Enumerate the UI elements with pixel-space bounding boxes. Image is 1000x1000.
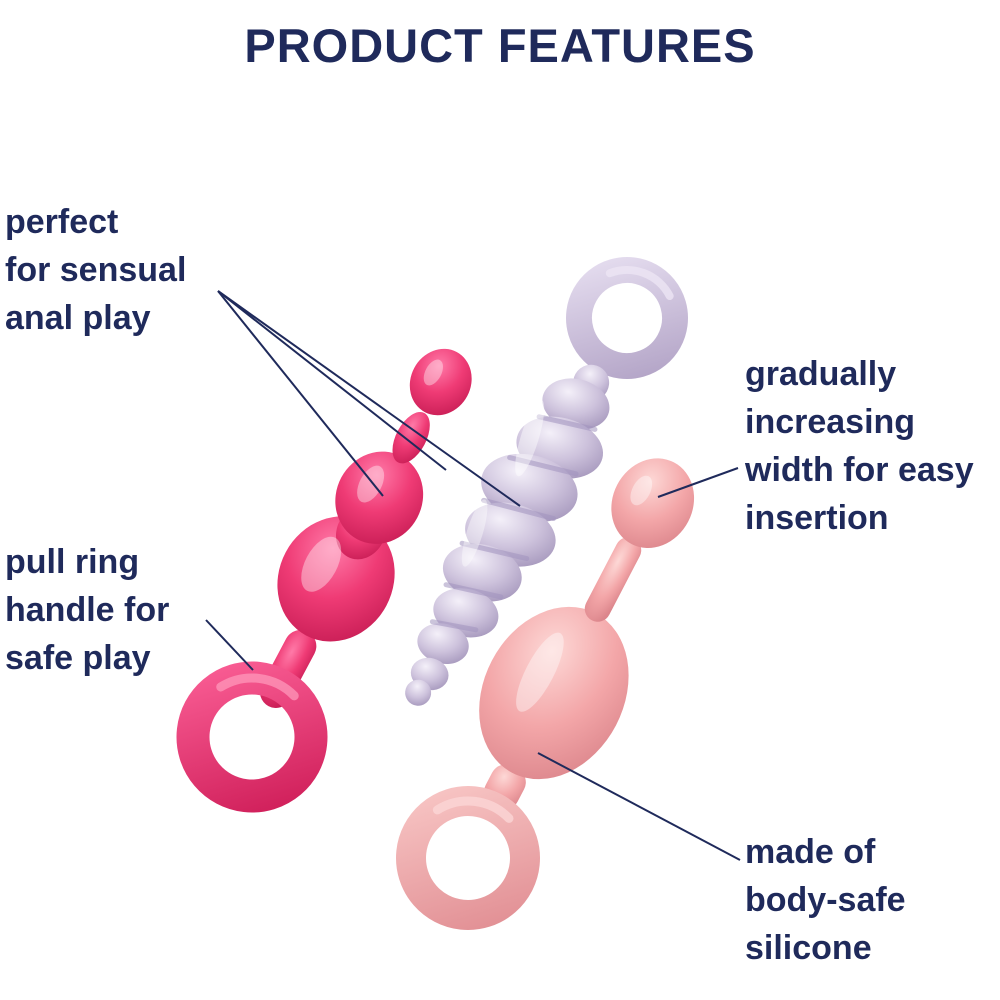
page-title: PRODUCT FEATURES xyxy=(244,19,756,72)
callout-line-sensual-2 xyxy=(217,290,447,471)
pink-plug-body xyxy=(259,348,472,708)
pink-ring-highlight xyxy=(188,673,316,801)
callout-text-line: anal play xyxy=(5,299,151,337)
callout-text-line: made of xyxy=(745,833,876,871)
lilac-plug-body xyxy=(405,364,610,706)
callout-text-line: perfect xyxy=(5,203,119,241)
lilac-ring-highlight xyxy=(575,266,679,370)
callout-text-line: body-safe xyxy=(745,881,906,919)
callout-pull-ring: pull ring handle for safe play xyxy=(5,538,169,682)
callout-text-line: safe play xyxy=(5,639,151,677)
salmon-ring-highlight xyxy=(406,796,530,920)
callout-text-line: increasing xyxy=(745,403,916,441)
callout-text-line: pull ring xyxy=(5,543,140,581)
callout-text-line: insertion xyxy=(745,499,889,537)
callout-easy-insertion: gradually increasing width for easy inse… xyxy=(745,350,974,542)
callout-text-line: gradually xyxy=(745,355,897,393)
salmon-plug-body xyxy=(479,458,695,810)
callout-sensual-play: perfect for sensual anal play xyxy=(5,198,186,342)
callout-text-line: for sensual xyxy=(5,251,187,289)
callout-line-sensual-1 xyxy=(217,290,384,497)
callout-line-sensual-3 xyxy=(217,290,521,507)
toy-pink-plug xyxy=(176,348,472,813)
callout-line-pull-ring xyxy=(205,619,254,671)
callout-text-line: silicone xyxy=(745,929,872,967)
toy-salmon-plug xyxy=(396,458,695,930)
callout-body-safe: made of body-safe silicone xyxy=(745,828,906,972)
lilac-twist-grooves xyxy=(429,414,598,633)
callout-line-easy-insertion xyxy=(657,467,739,498)
callout-line-body-safe xyxy=(537,752,741,861)
callout-text-line: width for easy xyxy=(745,451,974,489)
callout-lines xyxy=(205,290,741,861)
toy-lilac-plug xyxy=(405,257,688,706)
callout-text-line: handle for xyxy=(5,591,170,629)
